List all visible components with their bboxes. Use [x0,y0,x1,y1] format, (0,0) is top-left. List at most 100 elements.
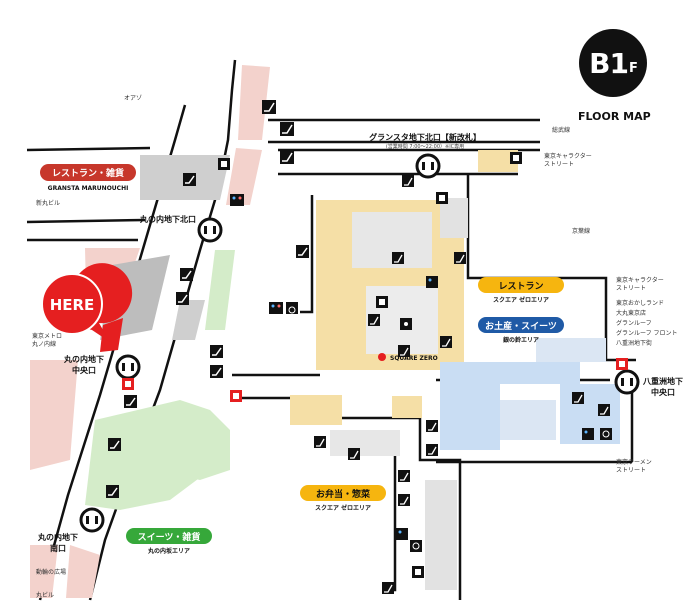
dir-char-street-2: ストリート [616,285,646,292]
here-block [100,318,123,352]
dir-ramen-2: ストリート [616,467,646,474]
green-block [205,250,235,330]
dir-metro-2: 丸ノ内線 [32,340,56,348]
gate-marunouchi-south-label-2: 南口 [50,543,66,553]
souvenir-block [440,362,580,384]
dir-sobu: 総武線 [552,126,570,134]
escalator-icon [280,122,294,136]
wheelchair-icon [410,540,422,552]
floor-title: FLOOR MAP [578,110,651,123]
dir-ramen-1: 東京ラーメン [616,458,652,466]
escalator-icon [402,175,414,187]
escalator-icon [392,252,404,264]
wheelchair-icon [600,428,612,440]
escalator-icon [314,436,326,448]
escalator-icon [398,494,410,506]
locker-icon [376,296,388,308]
square-zero-store: SQUARE ZERO [378,353,438,362]
zone-restaurant-east-sub: スクエア ゼロエリア [493,296,549,304]
elevator-icon [510,152,522,164]
escalator-icon [426,420,438,432]
dir-char-street-1: 東京キャラクター [616,276,664,284]
exit-icon [230,390,242,402]
escalator-icon [183,173,196,186]
gate-yaesu-label-2: 中央口 [651,387,675,397]
locker-icon [412,566,424,578]
escalator-icon [398,345,410,357]
gate-north-hours: (営業時間 7:00～22:00）※IC専用 [386,143,464,150]
souvenir-block [440,384,500,450]
gray-block [172,300,205,340]
gate-marker-marunouchi-central [115,354,141,380]
dir-keiyo: 京葉線 [572,227,590,235]
escalator-icon [106,485,119,498]
dir-metro: 東京メトロ [32,332,62,340]
escalator-icon [280,150,294,164]
zone-bento-sub: スクエア ゼロエリア [315,504,371,512]
escalator-icon [368,314,380,326]
dir-granroof: グランルーフ [616,319,652,327]
facility-icons [106,100,628,594]
restaurant-block [392,396,422,418]
restroom-icon [396,528,408,540]
escalator-icon [398,470,410,482]
escalator-icon [176,292,189,305]
dir-okashi: 東京おかしランド [616,299,664,307]
direction-labels: オアゾ 新丸ビル 東京メトロ 丸ノ内線 動輪の広場 丸ビル 総武線 東京キャラク… [32,95,678,599]
elevator-icon [218,158,230,170]
exit-icon [122,378,134,390]
pink-block [30,545,58,598]
restaurant-block [290,395,342,425]
dir-oazo: オアゾ [124,95,142,102]
gate-marunouchi-central-label-1: 丸の内地下 [63,354,104,364]
zone-bento: お弁当・惣菜 スクエア ゼロエリア [300,485,386,512]
dir-maru-bldg: 丸ビル [36,591,54,599]
gate-marunouchi-north-label: 丸の内地下北口 [139,214,196,224]
escalator-icon [440,336,452,348]
zone-restaurant-west-label: レストラン・雑貨 [52,167,124,179]
escalator-icon [262,100,276,114]
escalator-icon [348,448,360,460]
green-block [150,410,230,480]
gate-north-label: グランスタ地下北口【新改札】 [369,132,481,142]
gate-marker-yaesu [614,369,640,395]
zone-sweets-label: スイーツ・雑貨 [138,531,201,543]
escalator-icon [454,252,466,264]
souvenir-block [536,338,606,362]
escalator-icon [296,245,309,258]
gate-marker-north [415,153,441,179]
restroom-icon [269,302,283,314]
escalator-icon [124,395,137,408]
pink-block [226,148,262,205]
zone-souvenir-sub: 銀の鈴エリア [503,336,539,344]
dir-granroof-front: グランルーフ フロント [616,329,678,337]
north-block [478,150,518,172]
zone-sweets-sub: 丸の内坂エリア [147,547,190,555]
dir-shin-maru: 新丸ビル [36,199,60,207]
locker-icon [436,192,448,204]
pink-block [30,360,78,470]
gate-yaesu-label-1: 八重洲地下 [642,376,683,386]
escalator-icon [108,438,121,451]
escalator-icon [210,345,223,358]
here-marker: HERE [41,263,133,342]
gate-marker-marunouchi-south [79,507,105,533]
corridor-block [425,480,457,590]
dir-yaesu-parking: 八重洲地下街 [616,339,652,347]
dir-tokyo-char-top-1: 東京キャラクター [544,152,592,160]
escalator-icon [426,444,438,456]
restroom-icon [582,428,594,440]
floor-suffix: F [628,60,638,76]
escalator-icon [382,582,394,594]
exit-icon [616,358,628,370]
souvenir-block [500,400,556,440]
restaurant-block [440,198,468,238]
restroom-icon [426,276,438,288]
gate-marker-marunouchi-north [197,217,223,243]
here-label: HERE [50,296,95,314]
restroom-icon [230,194,244,206]
zone-restaurant-east-label: レストラン [498,281,543,292]
square-zero-label: SQUARE ZERO [390,355,438,362]
